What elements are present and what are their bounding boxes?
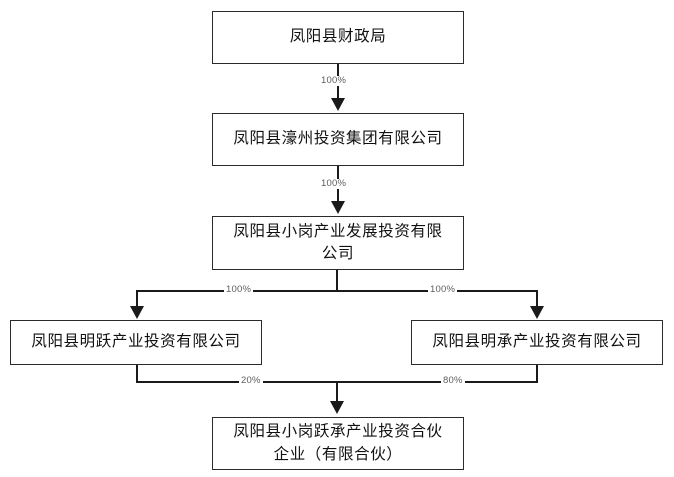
edge-n2-n3-arrowhead: [331, 201, 345, 214]
edge-n3-n4-line: [136, 290, 138, 308]
edge-n3-n5-line: [536, 290, 538, 308]
node-haozhou-investment-group-label: 凤阳县濠州投资集团有限公司: [233, 130, 443, 148]
node-xiaogang-industry-development[interactable]: 凤阳县小岗产业发展投资有限 公司: [212, 216, 464, 270]
node-xiaogang-yuecheng-partnership-line2: 企业（有限合伙）: [273, 445, 403, 463]
edge-n4-n6-stub: [136, 365, 138, 383]
edge-n5-n6-label: 80%: [441, 375, 465, 386]
edge-n1-n2-arrowhead: [331, 98, 345, 111]
node-mingcheng-industry-investment[interactable]: 凤阳县明承产业投资有限公司: [411, 320, 663, 365]
node-xiaogang-industry-development-line1: 凤阳县小岗产业发展投资有限: [233, 222, 443, 240]
node-xiaogang-industry-development-line2: 公司: [321, 245, 355, 262]
edge-split-bus: [137, 290, 537, 292]
node-mingyue-industry-investment[interactable]: 凤阳县明跃产业投资有限公司: [10, 320, 262, 365]
edge-n3-n4-arrowhead: [130, 306, 144, 319]
edge-n3-n4-label: 100%: [224, 284, 254, 295]
node-xiaogang-yuecheng-partnership[interactable]: 凤阳县小岗跃承产业投资合伙 企业（有限合伙）: [212, 417, 464, 470]
edge-n5-n6-stub: [536, 365, 538, 383]
edge-n1-n2-label: 100%: [319, 75, 349, 86]
node-xiaogang-industry-development-label: 凤阳县小岗产业发展投资有限 公司: [219, 221, 457, 266]
node-haozhou-investment-group[interactable]: 凤阳县濠州投资集团有限公司: [212, 113, 464, 166]
node-finance-bureau[interactable]: 凤阳县财政局: [212, 11, 464, 64]
edge-n3-n5-label: 100%: [428, 284, 458, 295]
node-mingyue-industry-investment-label: 凤阳县明跃产业投资有限公司: [31, 333, 241, 351]
edge-merge-stem: [336, 381, 338, 403]
edge-split-stem: [336, 270, 338, 292]
node-xiaogang-yuecheng-partnership-line1: 凤阳县小岗跃承产业投资合伙: [233, 423, 443, 441]
edge-n2-n3-label: 100%: [319, 178, 349, 189]
node-xiaogang-yuecheng-partnership-label: 凤阳县小岗跃承产业投资合伙 企业（有限合伙）: [219, 421, 457, 466]
node-finance-bureau-label: 凤阳县财政局: [289, 28, 387, 46]
edge-n4-n6-label: 20%: [239, 375, 263, 386]
node-mingcheng-industry-investment-label: 凤阳县明承产业投资有限公司: [432, 333, 642, 351]
edge-n3-n5-arrowhead: [530, 306, 544, 319]
edge-merge-arrowhead: [330, 401, 344, 414]
